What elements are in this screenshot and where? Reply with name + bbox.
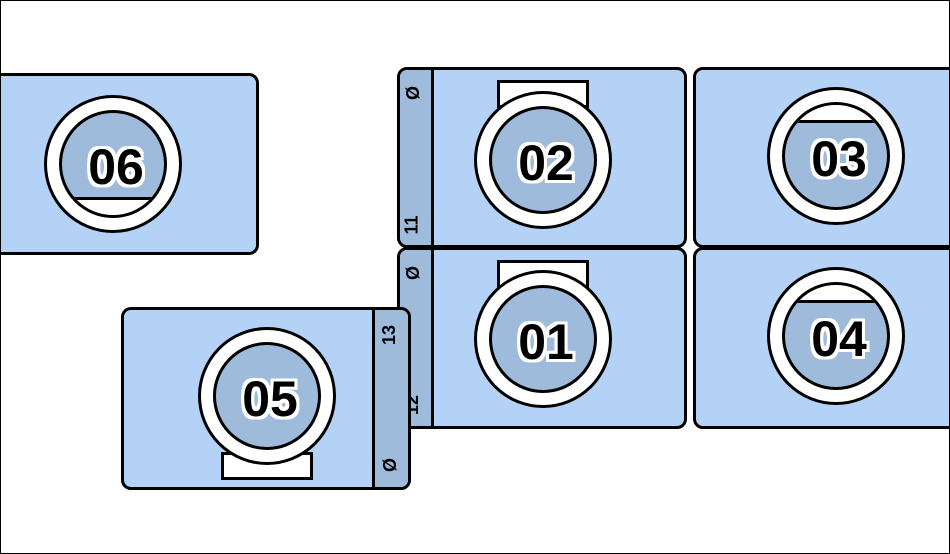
- unit-ring-06: 06: [44, 95, 182, 233]
- unit-label-04: 04: [811, 311, 867, 367]
- strip-upper-top: Ø: [403, 85, 424, 101]
- unit-card-02[interactable]: Ø 11 02: [397, 67, 687, 248]
- strip-lower-top: Ø: [403, 265, 424, 281]
- unit-core-03: [782, 102, 890, 210]
- strip-upper-bottom: 11: [401, 215, 422, 235]
- unit-cut-04: [785, 285, 887, 303]
- unit-core-02: [489, 106, 597, 214]
- unit-label-05: 05: [242, 371, 298, 427]
- unit-card-03[interactable]: 03: [693, 67, 949, 248]
- unit-label-06: 06: [88, 139, 144, 195]
- unit-card-06[interactable]: 06: [1, 73, 259, 255]
- strip-upper: Ø 11: [400, 70, 434, 245]
- unit-core-06: [59, 110, 167, 218]
- strip-side: 13 Ø: [372, 310, 408, 487]
- unit-card-05[interactable]: 13 Ø 05: [121, 307, 411, 490]
- unit-label-02: 02: [518, 135, 574, 191]
- unit-core-01: [489, 285, 597, 393]
- unit-label-01: 01: [518, 314, 574, 370]
- unit-core-04: [782, 282, 890, 390]
- unit-ring-03: 03: [767, 87, 905, 225]
- unit-ring-02: 02: [474, 91, 612, 229]
- unit-card-04[interactable]: 04: [693, 247, 949, 429]
- unit-cut-06: [62, 197, 164, 215]
- unit-cut-03: [785, 105, 887, 123]
- strip-side-bottom: Ø: [380, 457, 401, 473]
- unit-card-01[interactable]: Ø 12 01: [397, 247, 687, 429]
- unit-label-03: 03: [811, 131, 867, 187]
- unit-ring-01: 01: [474, 270, 612, 408]
- strip-side-top: 13: [379, 324, 400, 346]
- unit-ring-05: 05: [198, 327, 336, 465]
- unit-core-05: [213, 342, 321, 450]
- unit-ring-04: 04: [767, 267, 905, 405]
